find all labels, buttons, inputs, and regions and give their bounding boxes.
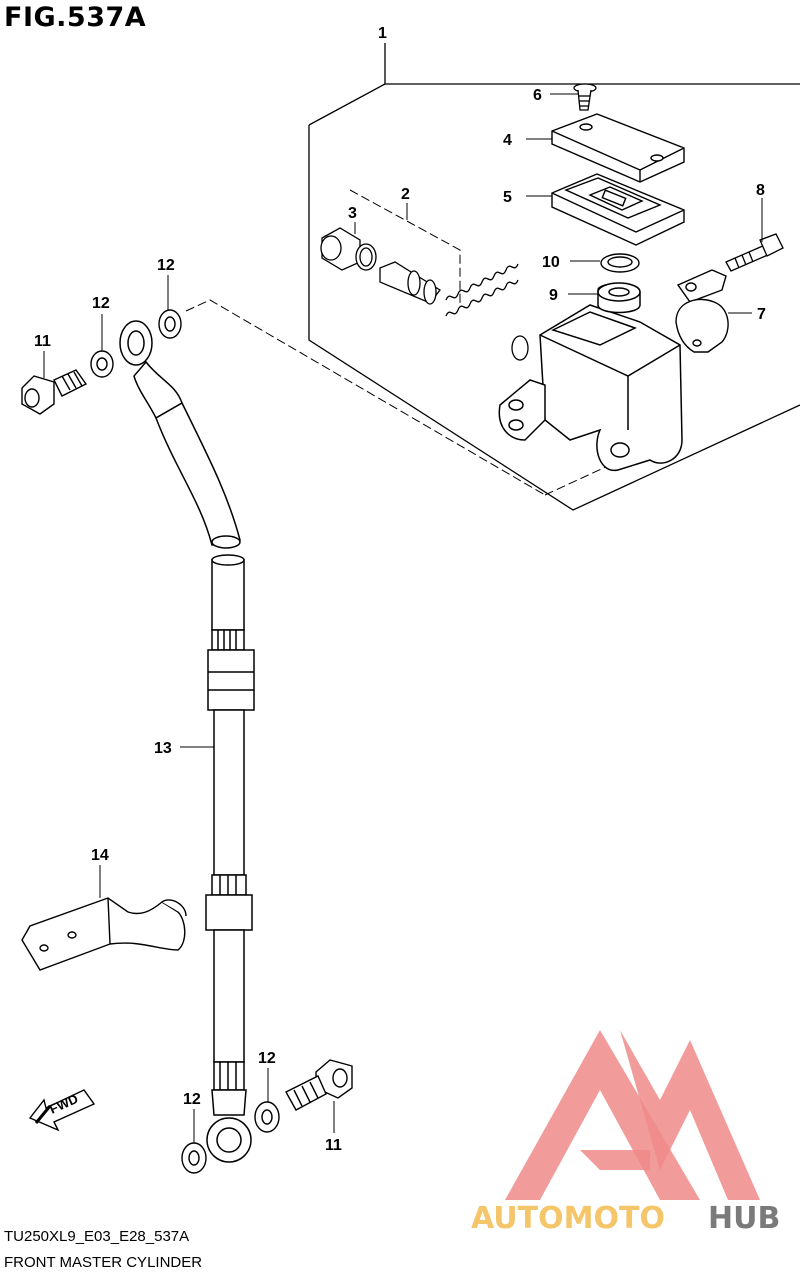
callout-8: 8: [756, 182, 765, 199]
callout-13: 13: [154, 740, 172, 757]
callout-12-lower-right: 12: [258, 1050, 276, 1067]
model-code: TU250XL9_E03_E28_537A: [4, 1228, 190, 1245]
callout-11-lower: 11: [325, 1137, 342, 1154]
callout-7: 7: [757, 306, 766, 323]
forward-direction-arrow: FWD: [28, 1089, 96, 1132]
o-ring: [600, 253, 640, 273]
clamp-bolt: [725, 233, 784, 272]
union-bolt-upper: [21, 369, 88, 415]
watermark-text-secondary: HUB: [708, 1201, 780, 1236]
figure-title: FIG.537A: [4, 2, 147, 33]
piston-set: [320, 227, 529, 361]
callout-10: 10: [542, 254, 560, 271]
callout-12-upper-left: 12: [92, 295, 110, 312]
reservoir-cap: [551, 113, 685, 183]
washer-lower-right: [254, 1101, 280, 1133]
callout-5: 5: [503, 189, 512, 206]
brake-hose: [119, 320, 255, 1163]
cover-screw: [573, 83, 597, 111]
washer-lower-left: [181, 1142, 207, 1174]
watermark-logo: AUTOMOTO HUB: [471, 1030, 780, 1236]
assembly-frame: [308, 43, 800, 511]
diaphragm-plate: [551, 173, 685, 246]
washer-upper-right: [158, 309, 182, 339]
master-cylinder-body: [498, 282, 683, 472]
callout-14: 14: [91, 847, 109, 864]
callout-leaders: [43, 93, 763, 1143]
union-bolt-lower: [285, 1059, 353, 1111]
handlebar-clamp: [675, 269, 729, 353]
callout-11-upper: 11: [34, 333, 51, 350]
callout-2: 2: [401, 186, 410, 203]
callout-1: 1: [378, 25, 387, 42]
callout-3: 3: [348, 205, 357, 222]
callout-6: 6: [533, 87, 542, 104]
callout-9: 9: [549, 287, 558, 304]
callout-12-upper-right: 12: [157, 257, 175, 274]
watermark-text-primary: AUTOMOTO: [471, 1201, 665, 1236]
diagram-caption: FRONT MASTER CYLINDER: [4, 1254, 203, 1271]
washer-upper-left: [90, 350, 114, 378]
callout-12-lower-left: 12: [183, 1091, 201, 1108]
callout-4: 4: [503, 132, 512, 149]
hose-clamp-bracket: [21, 897, 187, 971]
